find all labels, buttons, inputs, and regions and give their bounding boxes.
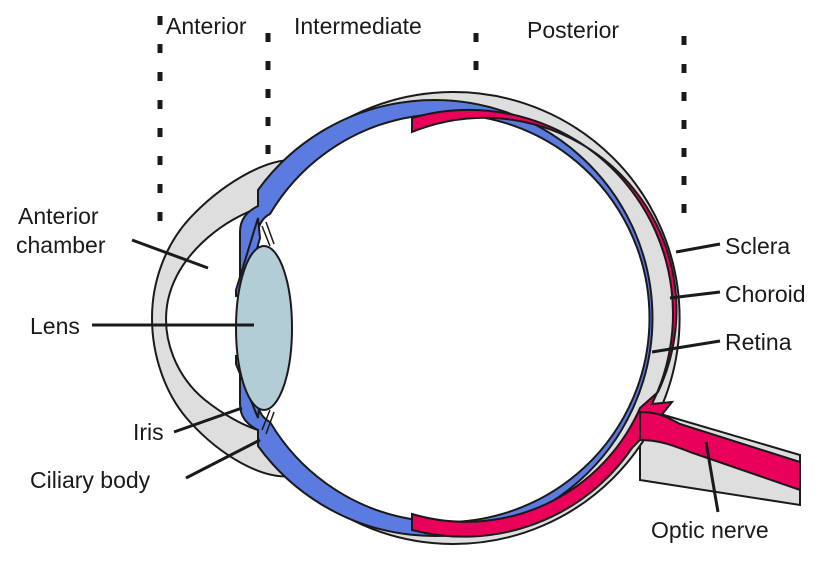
label-anterior-chamber-line1: Anterior: [18, 203, 99, 229]
label-optic-nerve: Optic nerve: [651, 517, 769, 543]
label-ciliary-body: Ciliary body: [30, 467, 151, 493]
label-retina: Retina: [725, 329, 792, 355]
label-sclera: Sclera: [725, 233, 790, 259]
region-intermediate-label: Intermediate: [294, 13, 422, 39]
region-anterior-label: Anterior: [166, 13, 247, 39]
label-anterior-chamber-line2: chamber: [16, 232, 106, 258]
label-lens: Lens: [30, 313, 80, 339]
label-iris: Iris: [133, 419, 164, 445]
vitreous-outline: [258, 114, 649, 522]
lens: [236, 246, 292, 410]
leader-sclera: [676, 244, 720, 252]
region-posterior-label: Posterior: [527, 17, 619, 43]
label-choroid: Choroid: [725, 281, 806, 307]
